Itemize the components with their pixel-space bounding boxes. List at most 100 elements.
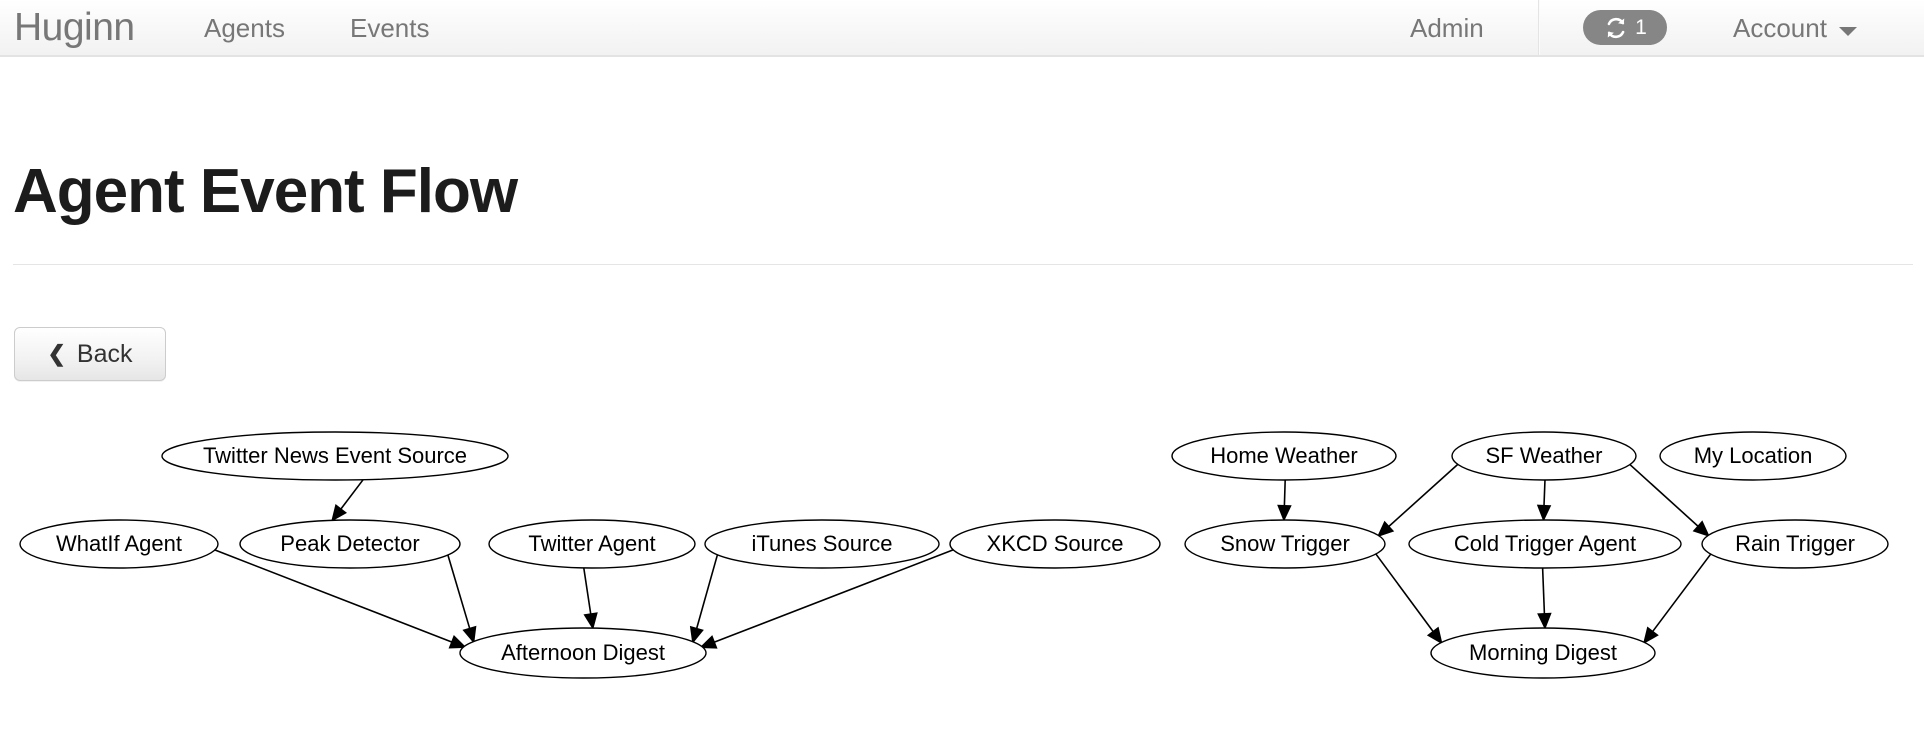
node-shape (1430, 627, 1656, 679)
edge-arrowhead (699, 635, 718, 649)
edge-arrowhead (448, 635, 467, 649)
header-divider (13, 264, 1913, 265)
graph-node-twitter-agent[interactable]: Twitter Agent (488, 519, 696, 569)
graph-edge (1537, 567, 1552, 630)
node-label: Snow Trigger (1220, 531, 1350, 556)
edge-arrowhead (462, 625, 477, 644)
back-button[interactable]: ❮ Back (14, 327, 166, 381)
edge-line (340, 478, 365, 510)
edge-arrowhead (1426, 626, 1443, 645)
graph-node-afternoon-digest[interactable]: Afternoon Digest (459, 627, 707, 679)
node-shape (1451, 431, 1637, 481)
edge-line (1374, 552, 1434, 632)
edge-line (213, 548, 452, 643)
node-label: XKCD Source (987, 531, 1124, 556)
graph-node-peak-detector[interactable]: Peak Detector (239, 519, 461, 569)
node-shape (1171, 431, 1397, 481)
node-label: Peak Detector (280, 531, 419, 556)
navbar-divider (1538, 0, 1539, 55)
node-shape (1701, 519, 1889, 569)
nav-item-admin[interactable]: Admin (1410, 13, 1484, 43)
node-label: SF Weather (1486, 443, 1603, 468)
node-shape (459, 627, 707, 679)
graph-edge (331, 478, 365, 522)
edge-arrowhead (331, 504, 348, 522)
node-shape (704, 519, 940, 569)
edge-arrowhead (689, 625, 704, 645)
edge-line (714, 548, 955, 643)
node-label: WhatIf Agent (56, 531, 182, 556)
graph-node-sf-weather[interactable]: SF Weather (1451, 431, 1637, 481)
graph-edge (689, 553, 719, 645)
graph-edge (213, 548, 467, 649)
nav-item-agents[interactable]: Agents (204, 13, 285, 43)
edge-arrowhead (1537, 612, 1552, 630)
chevron-down-icon (1838, 27, 1857, 36)
graph-node-cold-trigger-agent[interactable]: Cold Trigger Agent (1408, 519, 1682, 569)
edge-arrowhead (1536, 504, 1552, 522)
graph-node-my-location[interactable]: My Location (1659, 431, 1847, 481)
graph-node-morning-digest[interactable]: Morning Digest (1430, 627, 1656, 679)
graph-edges (213, 463, 1712, 649)
edge-arrowhead (1376, 520, 1395, 538)
graph-node-whatif-agent[interactable]: WhatIf Agent (19, 519, 219, 569)
graph-edge (1642, 552, 1712, 645)
graph-node-twitter-news-event-source[interactable]: Twitter News Event Source (161, 431, 509, 481)
graph-edge (1376, 463, 1460, 538)
graph-edge (1628, 463, 1710, 538)
node-shape (239, 519, 461, 569)
graph-edge (1536, 479, 1552, 522)
node-label: Home Weather (1210, 443, 1358, 468)
edge-arrowhead (583, 612, 598, 630)
navbar: Huginn Agents Events Admin 1 Account (0, 0, 1924, 57)
node-shape (161, 431, 509, 481)
edge-line (1652, 552, 1712, 632)
edge-line (1541, 567, 1546, 614)
graph-node-rain-trigger[interactable]: Rain Trigger (1701, 519, 1889, 569)
back-button-label: Back (76, 339, 133, 368)
worker-status-badge[interactable]: 1 (1583, 10, 1667, 45)
node-shape (949, 519, 1161, 569)
edge-line (582, 567, 592, 614)
graph-edge (699, 548, 955, 649)
graph-node-itunes-source[interactable]: iTunes Source (704, 519, 940, 569)
edge-line (695, 553, 719, 629)
account-menu[interactable]: Account (1733, 12, 1857, 45)
edge-line (446, 553, 471, 629)
node-label: Twitter News Event Source (203, 443, 467, 468)
graph-node-snow-trigger[interactable]: Snow Trigger (1184, 519, 1386, 569)
graph-edge (1277, 479, 1292, 522)
navbar-divider-highlight (1539, 0, 1540, 55)
node-shape (1659, 431, 1847, 481)
node-label: Rain Trigger (1735, 531, 1855, 556)
graph-node-home-weather[interactable]: Home Weather (1171, 431, 1397, 481)
edge-line (1388, 463, 1460, 527)
graph-edge (446, 553, 477, 644)
worker-count: 1 (1635, 16, 1647, 39)
graph-edge (1374, 552, 1443, 645)
node-shape (488, 519, 696, 569)
edge-arrowhead (1277, 504, 1292, 522)
refresh-icon (1603, 15, 1629, 41)
graph-edge (582, 567, 598, 630)
node-label: Morning Digest (1469, 640, 1617, 665)
edge-line (1628, 463, 1699, 527)
node-label: iTunes Source (751, 531, 892, 556)
graph-node-xkcd-source[interactable]: XKCD Source (949, 519, 1161, 569)
node-label: Cold Trigger Agent (1454, 531, 1636, 556)
page-title: Agent Event Flow (13, 156, 518, 226)
edge-line (1283, 479, 1286, 506)
edge-arrowhead (1692, 520, 1710, 538)
brand-huginn[interactable]: Huginn (14, 6, 135, 49)
node-shape (19, 519, 219, 569)
edge-arrowhead (1642, 626, 1659, 645)
node-shape (1408, 519, 1682, 569)
node-shape (1184, 519, 1386, 569)
edge-line (1543, 479, 1546, 506)
nav-item-events[interactable]: Events (350, 13, 430, 43)
chevron-left-icon: ❮ (47, 341, 66, 366)
node-label: Afternoon Digest (501, 640, 665, 665)
